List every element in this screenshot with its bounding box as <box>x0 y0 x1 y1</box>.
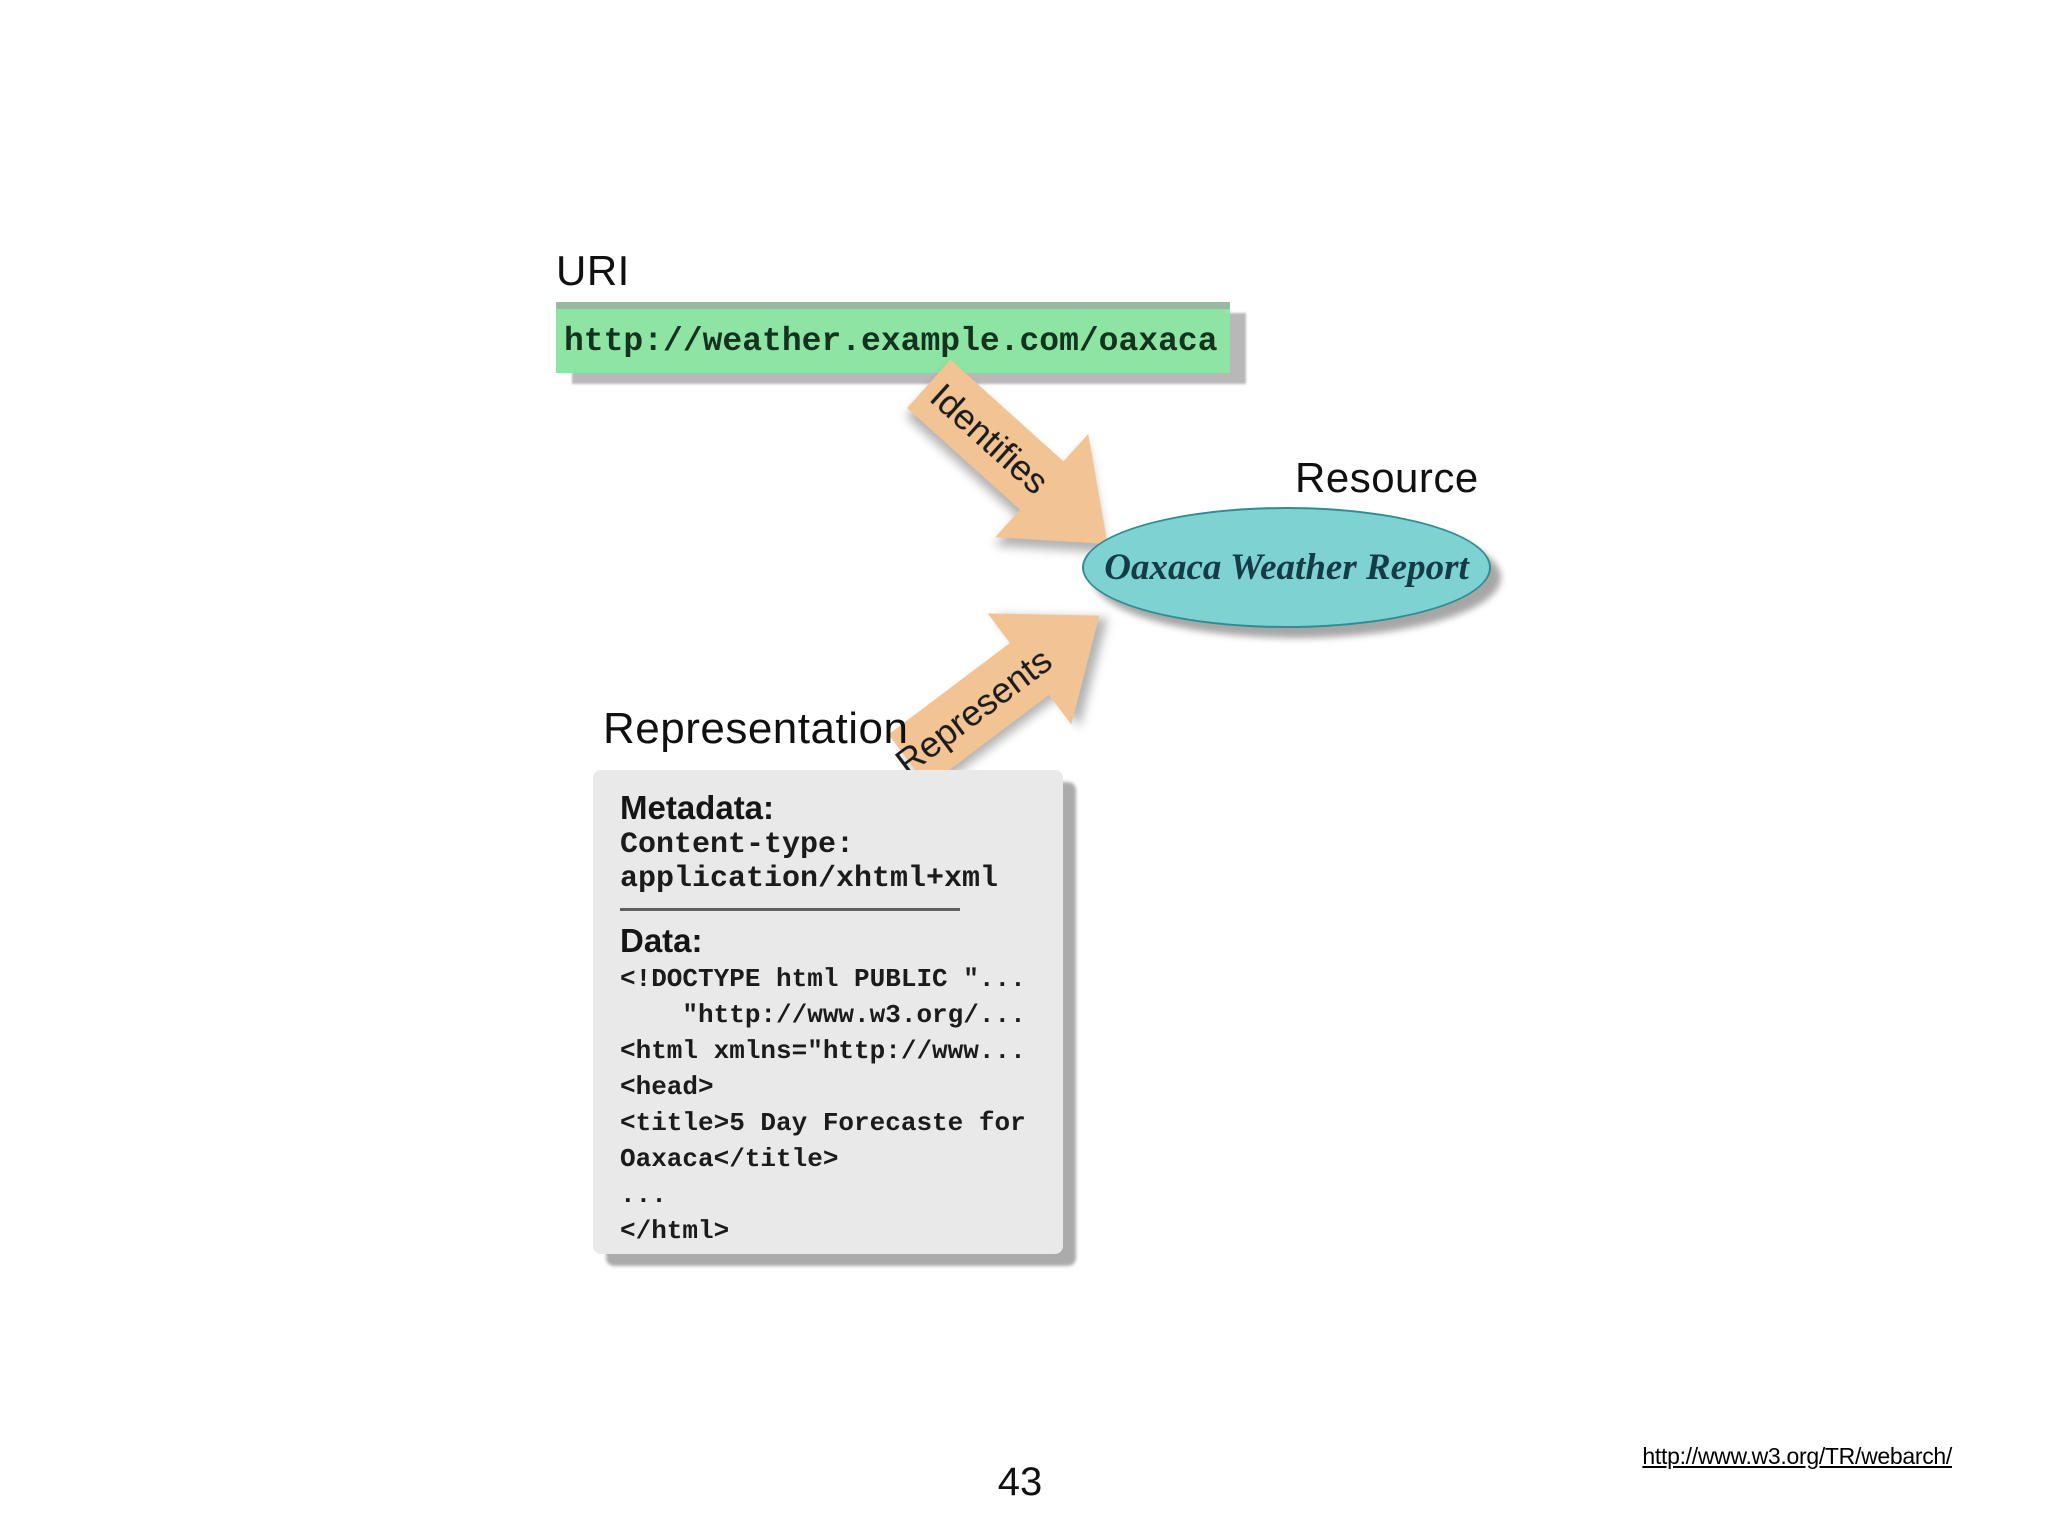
represents-arrow-shape <box>888 613 1100 787</box>
code-line: "http://www.w3.org/... <box>620 1000 1026 1030</box>
code-line: ... <box>620 1180 667 1210</box>
metadata-data-divider <box>620 908 960 911</box>
uri-label: URI <box>556 247 630 294</box>
identifies-arrow: Identifies <box>907 359 1108 545</box>
representation-box: Metadata: Content-type: application/xhtm… <box>593 770 1063 1254</box>
resource-label: Resource <box>1295 454 1479 501</box>
uri-value: http://weather.example.com/oaxaca <box>564 322 1218 360</box>
uri-value-box: http://weather.example.com/oaxaca <box>556 302 1230 373</box>
resource-name: Oaxaca Weather Report <box>1104 547 1469 588</box>
code-line: <!DOCTYPE html PUBLIC "... <box>620 964 1026 994</box>
code-line: <head> <box>620 1072 714 1102</box>
page-number: 43 <box>997 1460 1043 1504</box>
represents-arrow-label: Represents <box>888 639 1060 783</box>
representation-label: Representation <box>603 704 909 753</box>
footer-link[interactable]: http://www.w3.org/TR/webarch/ <box>1642 1443 1952 1469</box>
identifies-arrow-shape <box>907 359 1108 545</box>
code-line: <html xmlns="http://www... <box>620 1036 1026 1066</box>
code-line: </html> <box>620 1216 730 1246</box>
code-line: Oaxaca</title> <box>620 1144 839 1174</box>
metadata-line: Content-type: <box>620 828 855 862</box>
metadata-title: Metadata: <box>620 789 775 826</box>
metadata-line: application/xhtml+xml <box>620 862 999 896</box>
represents-arrow: Represents <box>888 613 1100 787</box>
resource-ellipse: Oaxaca Weather Report <box>1082 507 1491 628</box>
code-line: <title>5 Day Forecaste for <box>620 1108 1026 1138</box>
data-title: Data: <box>620 922 703 959</box>
